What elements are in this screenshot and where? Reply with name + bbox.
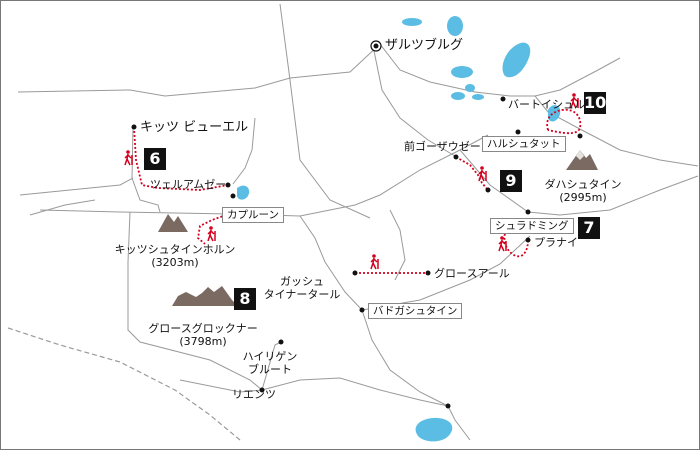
- route-number-10: 10: [584, 92, 607, 114]
- route-number-8: 8: [234, 288, 256, 310]
- label-badgastein: バドガシュタイン: [368, 303, 463, 319]
- label-salzburg: ザルツブルグ: [385, 38, 464, 53]
- route-number-6: 6: [144, 148, 166, 170]
- label-lienz: リエンツ: [232, 388, 276, 401]
- capital-marker-icon: [370, 40, 382, 52]
- hiker-icon: [570, 93, 579, 109]
- label-heiligenblut-1: ハイリゲン: [242, 350, 298, 363]
- route-number-9: 9: [500, 170, 522, 192]
- label-schladming: シュラドミング: [490, 218, 574, 234]
- hiker-icon: [498, 236, 507, 252]
- label-heiligenblut-2: ブルート: [248, 363, 292, 376]
- mountain-icon-kitzsteinhorn: [158, 214, 188, 232]
- route-number-7: 7: [578, 217, 600, 239]
- label-zell-am-see: ツェルアムゼー: [150, 178, 227, 191]
- label-bad-ischl: バートイシュル: [508, 98, 585, 111]
- mountain-icon-grossglockner: [172, 286, 238, 306]
- label-grossglockner-alt: (3798m): [179, 335, 227, 348]
- label-planai: プラナイ: [534, 236, 578, 249]
- hiker-icon: [370, 254, 379, 270]
- trail-routes: [133, 108, 582, 274]
- label-hallstatt: ハルシュタット: [482, 136, 566, 152]
- town-markers: [131, 96, 583, 409]
- label-grossarl: グロースアール: [434, 267, 510, 280]
- border-line: [7, 327, 241, 441]
- lakes: [236, 16, 561, 442]
- hiker-icon: [124, 150, 133, 166]
- label-kaprun: カプルーン: [222, 207, 284, 223]
- label-dachstein: ダハシュタイン: [544, 178, 622, 191]
- label-kitzsteinhorn: キッツシュタインホルン: [114, 243, 236, 256]
- label-dachstein-alt: (2995m): [559, 191, 607, 204]
- mountain-icon-dachstein: [566, 150, 598, 170]
- label-kitzbuehel: キッツ ビューエル: [140, 120, 249, 135]
- label-gosausee: 前ゴーザウゼー: [404, 140, 481, 153]
- hiker-icon: [207, 226, 216, 242]
- label-grossglockner: グロースグロックナー: [148, 322, 258, 335]
- label-gastein-2: タイナータール: [263, 288, 341, 301]
- hiker-icon: [478, 166, 487, 182]
- label-gastein-1: ガッシュ: [280, 275, 324, 288]
- label-kitzsteinhorn-alt: (3203m): [151, 256, 199, 269]
